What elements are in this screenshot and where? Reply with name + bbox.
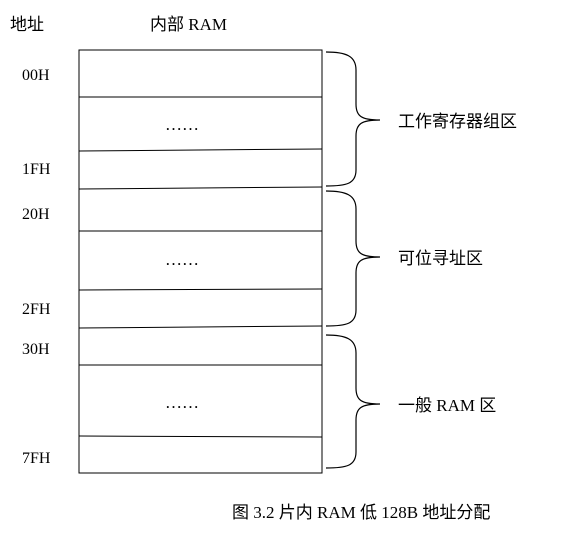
region-label-work-registers: 工作寄存器组区 <box>398 112 517 131</box>
address-label: 7FH <box>22 450 51 467</box>
brace-work-registers <box>325 51 381 187</box>
row-separator <box>78 435 323 438</box>
region-separator <box>78 186 323 190</box>
memory-block-outline <box>78 49 323 474</box>
row-separator <box>78 148 323 152</box>
brace-bit-addressable <box>325 190 381 327</box>
address-label: 00H <box>22 67 50 84</box>
region-separator <box>78 325 323 329</box>
region-label-bit-addressable: 可位寻址区 <box>398 249 483 268</box>
address-label: 20H <box>22 206 50 223</box>
figure-caption: 图 3.2 片内 RAM 低 128B 地址分配 <box>232 503 491 522</box>
row-separator <box>78 288 323 291</box>
ellipsis-bit-addressable: …… <box>165 250 199 269</box>
brace-general-ram <box>325 334 381 469</box>
address-label: 2FH <box>22 301 51 318</box>
address-label: 1FH <box>22 161 51 178</box>
memory-column-header: 内部 RAM <box>150 15 227 34</box>
address-column-header: 地址 <box>10 15 44 34</box>
region-label-general-ram: 一般 RAM 区 <box>398 396 496 415</box>
ellipsis-general-ram: …… <box>165 393 199 412</box>
ellipsis-work-registers: …… <box>165 115 199 134</box>
address-label: 30H <box>22 341 50 358</box>
